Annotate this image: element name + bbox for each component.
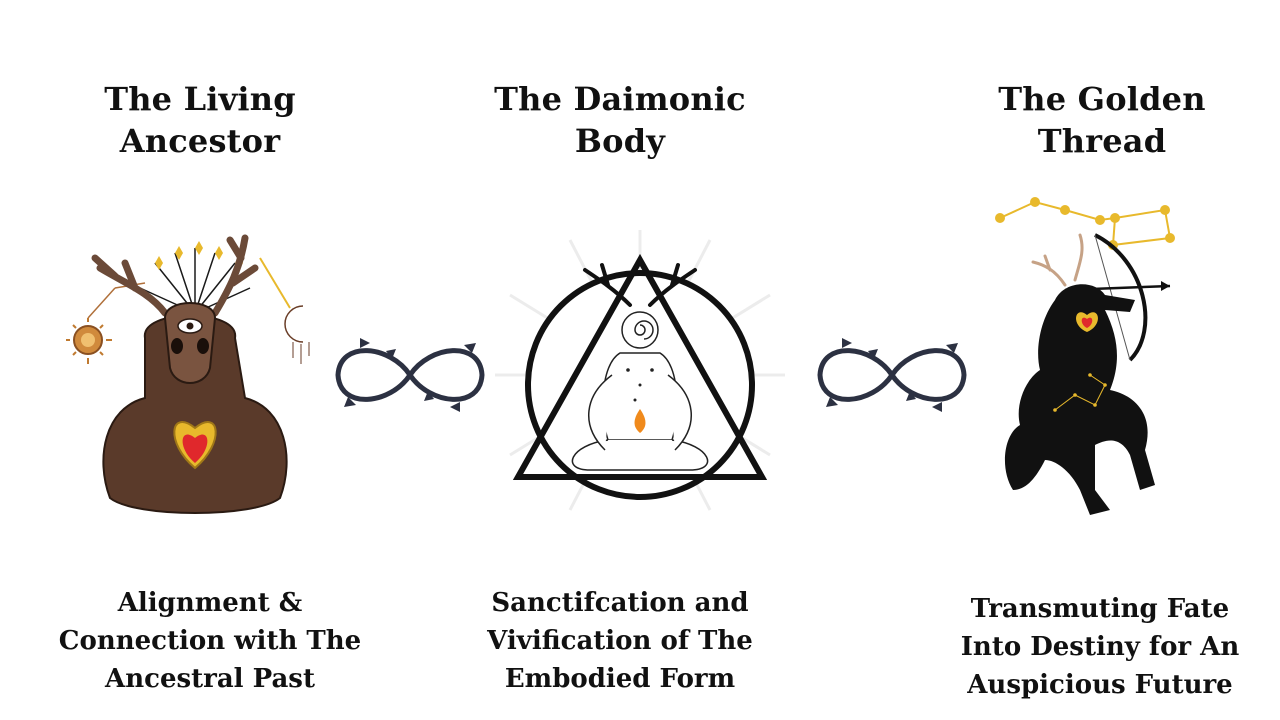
centaur-archer-icon — [995, 197, 1175, 515]
column-title: The Daimonic Body — [410, 78, 830, 162]
title-line: Body — [574, 122, 666, 160]
column-living-ancestor: The Living Ancestor — [0, 0, 420, 720]
antlered-ancestor-icon — [66, 234, 310, 514]
title-line: The Living — [104, 80, 296, 118]
title-line: Thread — [1037, 122, 1167, 160]
column-title: The Golden Thread — [892, 78, 1280, 162]
title-line: The Daimonic — [494, 80, 746, 118]
title-line: The Golden — [998, 80, 1206, 118]
column-golden-thread: The Golden Thread — [900, 0, 1280, 720]
title-line: Ancestor — [119, 122, 281, 160]
column-daimonic-body: The Daimonic Body — [430, 0, 850, 720]
column-title: The Living Ancestor — [0, 78, 410, 162]
meditating-figure-triangle-icon — [495, 230, 785, 511]
infinity-arrows-icon — [335, 338, 485, 412]
infinity-arrows-icon — [817, 338, 967, 412]
